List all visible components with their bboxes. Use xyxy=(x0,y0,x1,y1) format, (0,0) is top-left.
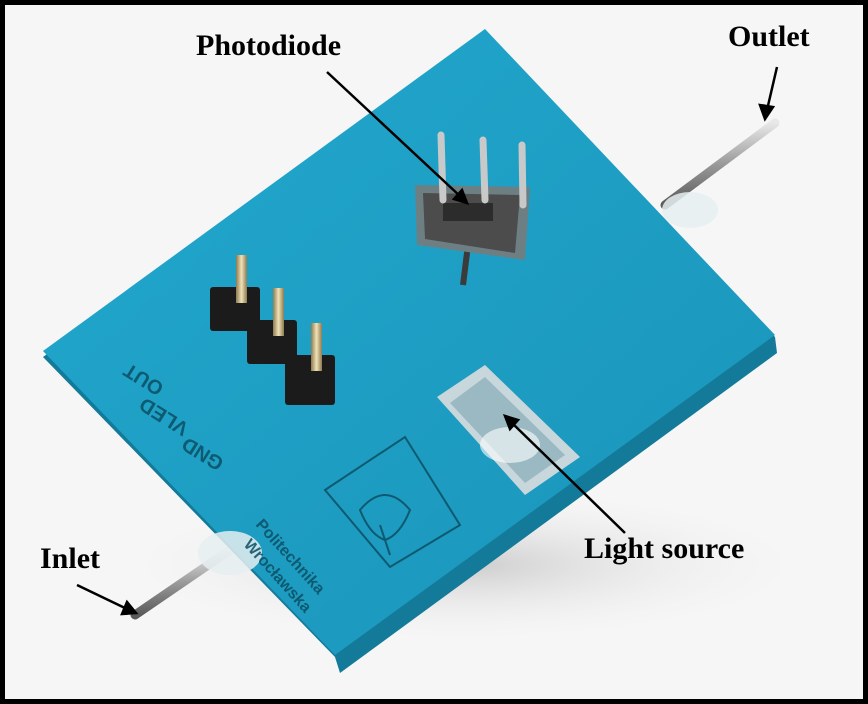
board-top xyxy=(43,29,775,655)
inlet-glue xyxy=(198,531,262,575)
light-source-label: Light source xyxy=(584,532,745,565)
arrow-inlet xyxy=(76,583,128,611)
annotation-arrows xyxy=(76,66,779,616)
arrow-outlet xyxy=(765,66,779,111)
arrow-light-source-head xyxy=(502,414,521,432)
arrow-photodiode xyxy=(326,71,462,198)
outlet-glue xyxy=(662,192,718,228)
outlet-label: Outlet xyxy=(728,20,810,53)
outlet-tube xyxy=(660,118,780,210)
device-photo: OUT VLED GND Politechnika Wrocławska xyxy=(5,5,863,699)
device-illustration: OUT VLED GND Politechnika Wrocławska xyxy=(43,29,825,673)
photodiode-window xyxy=(443,203,493,221)
pin-header xyxy=(210,255,335,405)
photodiode-label: Photodiode xyxy=(196,29,342,62)
photodiode-pins xyxy=(437,131,527,209)
arrow-outlet-head xyxy=(758,103,776,122)
university-logo xyxy=(323,435,462,569)
arrow-photodiode-head xyxy=(451,187,470,205)
arrow-inlet-head xyxy=(120,599,139,616)
inlet-label: Inlet xyxy=(40,542,100,575)
arrow-light-source xyxy=(511,422,626,534)
